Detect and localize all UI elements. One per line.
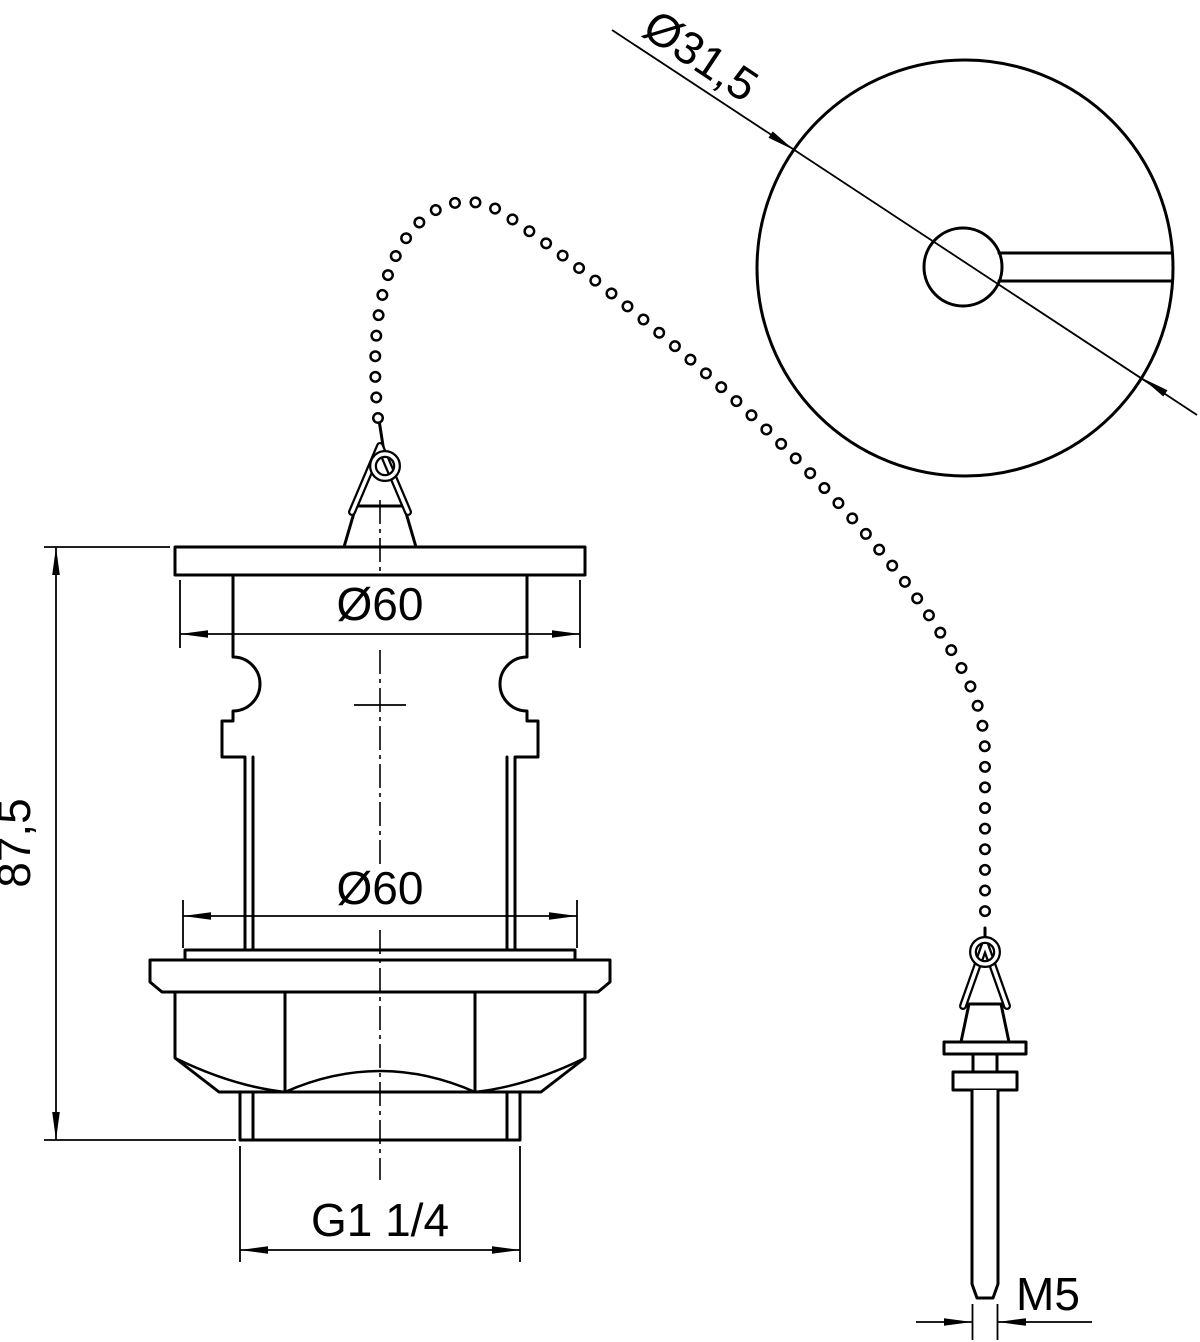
dim-extension-lines <box>44 546 236 1141</box>
dim-plug-diameter-label: Ø31,5 <box>634 0 767 112</box>
arrowhead <box>1142 378 1168 397</box>
centerlines <box>354 500 406 1180</box>
stopper-center-hole <box>922 226 1004 308</box>
dim-body-diameter: Ø60 <box>182 862 578 948</box>
dim-extension-lines <box>239 1146 521 1262</box>
stopper-outer-circle <box>755 58 1175 478</box>
waste-fitting-front-view <box>148 545 612 1142</box>
dim-body-diameter-label: Ø60 <box>337 862 424 914</box>
arrowhead <box>768 131 794 150</box>
plug-cap-disc <box>942 1040 1028 1056</box>
bead-chain <box>369 195 991 934</box>
stopper-bail-wire-inner <box>350 444 410 514</box>
neck-left-profile <box>220 573 262 952</box>
stopper-ring-inner <box>371 452 399 480</box>
stopper-slot <box>997 251 1174 283</box>
dim-pin-thread: M5 <box>916 1268 1092 1340</box>
hex-nut-chamfer-arcs <box>174 1056 586 1094</box>
plug-pin <box>970 1088 1000 1300</box>
chain-plug-side-view <box>942 926 1028 1300</box>
bead-chain-beads-inner <box>371 198 989 932</box>
plug-collar <box>951 1070 1019 1092</box>
stopper-top-view <box>755 58 1175 478</box>
neck-right-profile <box>498 573 540 952</box>
stopper-front-view <box>342 418 418 549</box>
plug-neck <box>971 1052 999 1074</box>
plug-ring-inner <box>971 938 999 966</box>
dim-overall-height-label: 87,5 <box>0 798 40 888</box>
plug-cone <box>959 1002 1011 1044</box>
dim-outlet-thread: G1 1/4 <box>239 1146 521 1262</box>
dim-leader-line <box>611 29 1198 416</box>
dim-flange-diameter: Ø60 <box>179 578 581 648</box>
dim-pin-thread-label: M5 <box>1016 1268 1080 1320</box>
dim-flange-diameter-label: Ø60 <box>337 578 424 630</box>
dim-extension-lines <box>971 1304 999 1340</box>
dim-extension-lines <box>182 900 578 948</box>
dim-overall-height: 87,5 <box>0 546 236 1141</box>
dim-outlet-thread-label: G1 1/4 <box>311 1194 449 1246</box>
stopper-body <box>342 504 418 549</box>
hex-nut-facets <box>283 990 477 1094</box>
